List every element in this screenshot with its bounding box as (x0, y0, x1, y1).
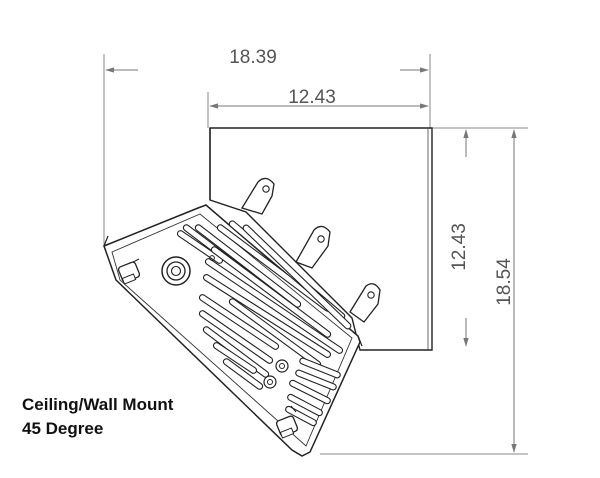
caption: Ceiling/Wall Mount 45 Degree (22, 393, 173, 441)
grille-slot (198, 294, 280, 350)
dimension-overall-width: 18.39 (103, 47, 431, 246)
grille-slot (289, 379, 331, 405)
mounting-stud-bottom (275, 405, 299, 439)
grille-slot (198, 310, 274, 364)
grille-slot (287, 393, 323, 417)
dimension-body-height: 12.43 (432, 127, 475, 347)
body-height-value: 12.43 (449, 223, 470, 271)
mounting-tabs (241, 177, 381, 323)
hex-nut-2 (263, 375, 277, 389)
hex-nut-1 (275, 359, 289, 373)
grille-slot (176, 230, 224, 264)
mounting-tab-2 (295, 225, 331, 269)
dimension-overall-height: 18.54 (320, 127, 528, 455)
overall-height-value: 18.54 (494, 258, 515, 306)
mounting-tab-1 (241, 177, 275, 215)
mounting-stud-left (117, 258, 141, 285)
grille-slot (202, 274, 332, 358)
body-width-value: 12.43 (288, 87, 336, 108)
caption-title: Ceiling/Wall Mount (22, 395, 174, 414)
dimension-body-width: 12.43 (207, 87, 429, 128)
grille-slots (176, 220, 352, 427)
grille-slot (242, 224, 352, 330)
grille-slot (194, 224, 302, 308)
small-screw (209, 255, 215, 261)
grille-slot (210, 246, 332, 338)
grille-slot (222, 358, 264, 390)
caption-subtitle: 45 Degree (22, 419, 104, 438)
overall-width-value: 18.39 (229, 47, 277, 68)
grille-slot (204, 258, 344, 354)
grille-slot (212, 342, 258, 374)
grille-slot (299, 357, 341, 379)
round-port-icon (161, 256, 191, 286)
grille-slot (295, 369, 337, 391)
grille-slot (285, 405, 317, 427)
mounting-tab-3 (349, 283, 381, 323)
